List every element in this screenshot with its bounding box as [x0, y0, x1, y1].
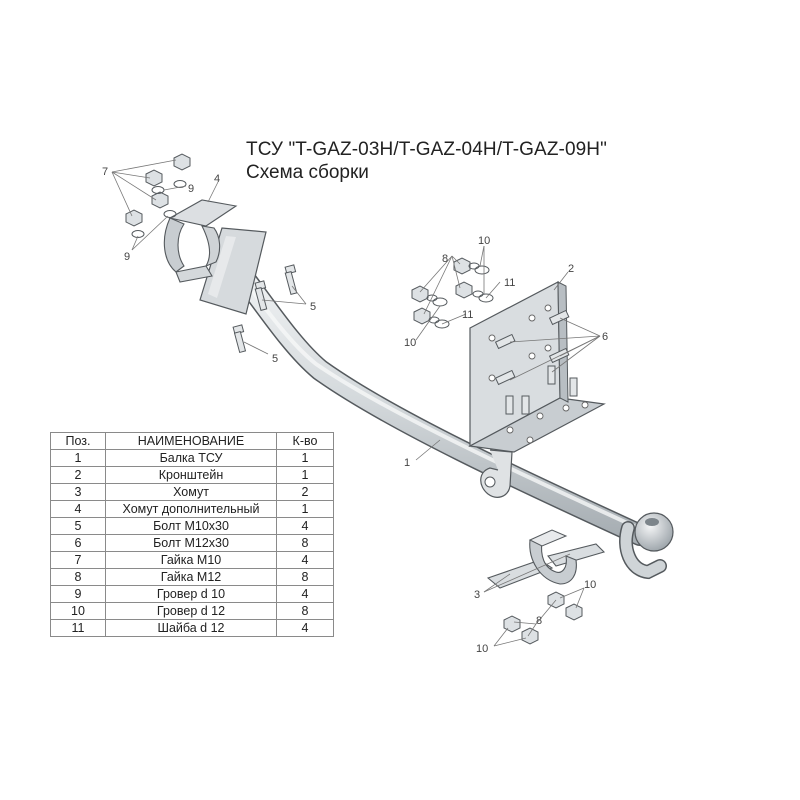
cell-quantity: 1: [276, 500, 334, 518]
cell-name: Хомут: [105, 483, 277, 501]
fasteners-left: [125, 153, 191, 238]
cell-position: 10: [50, 602, 106, 620]
cell-name: Болт М12х30: [105, 534, 277, 552]
cell-name: Гайка М10: [105, 551, 277, 569]
fasteners-bottom: [503, 591, 583, 645]
callout-8-bottom: 8: [536, 615, 542, 627]
cell-name: Болт М10х30: [105, 517, 277, 535]
cell-position: 11: [50, 619, 106, 637]
cell-position: 5: [50, 517, 106, 535]
callout-9-bottom: 9: [124, 251, 130, 263]
callout-2: 2: [568, 263, 574, 275]
cell-name: Шайба d 12: [105, 619, 277, 637]
callout-3: 3: [474, 589, 480, 601]
cell-name: Гровер d 12: [105, 602, 277, 620]
clamp: [486, 529, 606, 589]
bracket-bolts: [494, 309, 578, 415]
callout-4: 4: [214, 173, 220, 185]
callout-11-bottom: 11: [462, 309, 473, 321]
callout-7: 7: [102, 166, 108, 178]
callout-1: 1: [404, 457, 410, 469]
cell-position: 8: [50, 568, 106, 586]
bracket-holes: [488, 304, 589, 444]
callout-5-top: 5: [310, 301, 316, 313]
callout-10-mid: 10: [404, 337, 416, 349]
callout-5-bottom: 5: [272, 353, 278, 365]
col-header-name: НАИМЕНОВАНИЕ: [105, 432, 277, 450]
leader-lines: [111, 159, 601, 647]
cell-quantity: 4: [276, 585, 334, 603]
callout-10-lower: 10: [584, 579, 596, 591]
cell-name: Гровер d 10: [105, 585, 277, 603]
cell-name: Гайка М12: [105, 568, 277, 586]
cell-position: 9: [50, 585, 106, 603]
cell-name: Хомут дополнительный: [105, 500, 277, 518]
cell-quantity: 2: [276, 483, 334, 501]
cell-quantity: 1: [276, 449, 334, 467]
cell-quantity: 8: [276, 534, 334, 552]
extra-clamp: [163, 199, 238, 283]
diagram-subtitle: Схема сборки: [246, 162, 369, 183]
callout-9-top: 9: [188, 183, 194, 195]
callout-10-top: 10: [478, 235, 490, 247]
cell-quantity: 4: [276, 517, 334, 535]
cell-position: 6: [50, 534, 106, 552]
cell-quantity: 4: [276, 551, 334, 569]
cell-name: Балка ТСУ: [105, 449, 277, 467]
cell-quantity: 4: [276, 619, 334, 637]
hitch-ball: [619, 512, 674, 580]
col-header-position: Поз.: [50, 432, 106, 450]
diagram-title: ТСУ "T-GAZ-03H/T-GAZ-04H/T-GAZ-09H": [246, 139, 607, 160]
callout-11-top: 11: [504, 277, 515, 289]
fasteners-right: [411, 257, 494, 329]
cell-position: 1: [50, 449, 106, 467]
cell-position: 7: [50, 551, 106, 569]
cell-quantity: 8: [276, 602, 334, 620]
callout-8-top: 8: [442, 253, 448, 265]
cell-position: 2: [50, 466, 106, 484]
cell-quantity: 1: [276, 466, 334, 484]
table-header-row: Поз. НАИМЕНОВАНИЕ К-во: [50, 432, 334, 450]
callout-10-bottom: 10: [476, 643, 488, 655]
cell-quantity: 8: [276, 568, 334, 586]
cell-position: 4: [50, 500, 106, 518]
cell-name: Кронштейн: [105, 466, 277, 484]
cell-position: 3: [50, 483, 106, 501]
callout-6: 6: [602, 331, 608, 343]
col-header-quantity: К-во: [276, 432, 334, 450]
